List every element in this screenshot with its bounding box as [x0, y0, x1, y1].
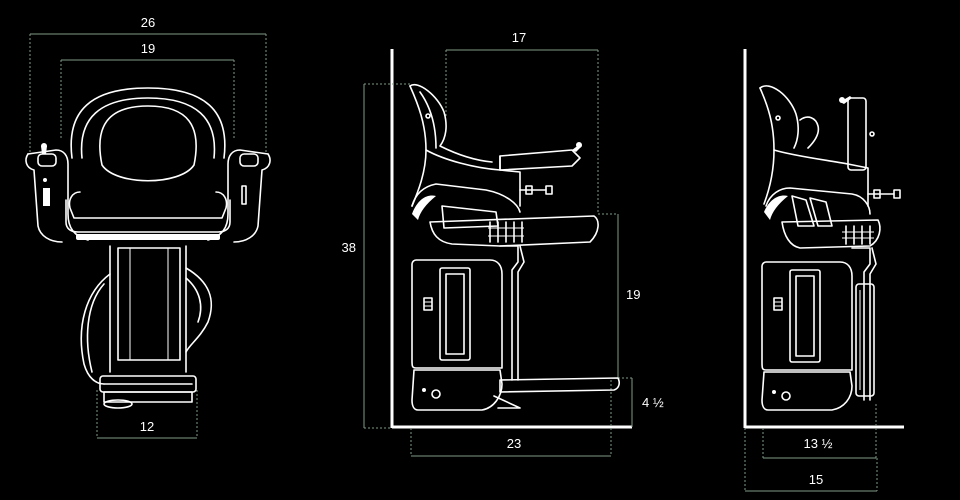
- folded-depth-dimension: 15: [744, 428, 878, 492]
- seat-height-label: 19: [626, 287, 640, 302]
- chair-side-drawing: [409, 83, 620, 411]
- overall-height-label: 38: [342, 240, 356, 255]
- overall-width-dimension: 26: [29, 15, 267, 152]
- footrest-height-label: 4 ½: [642, 395, 664, 410]
- side-view: 17 38 19 4 ½ 23: [342, 30, 664, 457]
- overall-width-label: 26: [141, 15, 155, 30]
- chair-folded-drawing: [759, 85, 901, 411]
- front-view: 26 19: [25, 15, 271, 439]
- overall-height-dimension: 38: [342, 83, 410, 429]
- rail-clearance-dimension: 13 ½: [762, 404, 877, 459]
- folded-view: 13 ½ 15: [743, 49, 904, 492]
- seat-width-dimension: 19: [60, 41, 235, 140]
- folded-depth-label: 15: [809, 472, 823, 487]
- overall-depth-dimension: 23: [410, 380, 612, 457]
- seat-height-dimension: 19: [598, 213, 640, 378]
- overall-depth-label: 23: [507, 436, 521, 451]
- chair-front-drawing: [25, 87, 271, 409]
- base-width-dimension: 12: [96, 390, 198, 439]
- seat-width-label: 19: [141, 41, 155, 56]
- rail-clearance-label: 13 ½: [804, 436, 833, 451]
- seat-depth-label: 17: [512, 30, 526, 45]
- base-width-label: 12: [140, 419, 154, 434]
- seat-depth-dimension: 17: [445, 30, 599, 214]
- footrest-height-dimension: 4 ½: [610, 377, 664, 427]
